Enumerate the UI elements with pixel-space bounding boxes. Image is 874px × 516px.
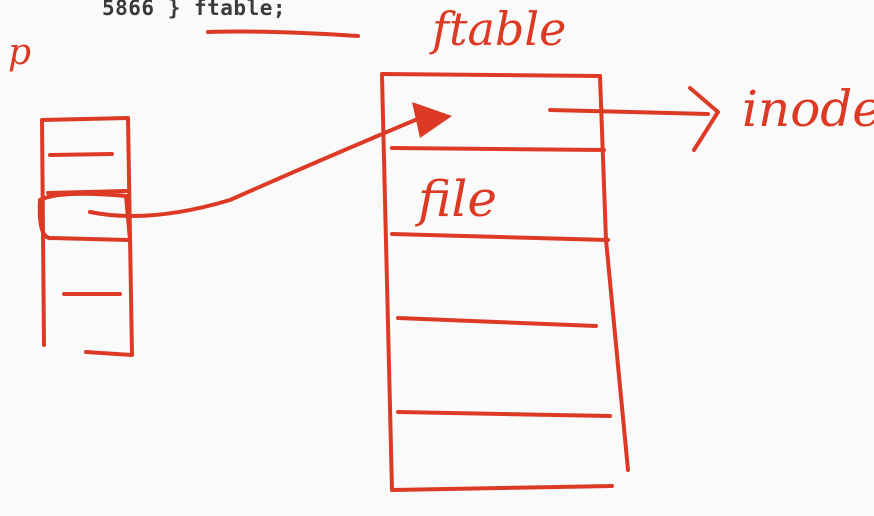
process-table-highlighted-slot — [37, 191, 132, 242]
file-table-row-line — [390, 232, 610, 242]
file-table — [380, 72, 630, 492]
code-snippet: 5866 } ftable; — [102, 0, 287, 20]
inode-label: inode — [742, 80, 874, 138]
file-table-row-line — [390, 146, 606, 152]
process-table — [37, 116, 134, 357]
inode-arrowhead — [688, 86, 720, 152]
ftable-label: ftable — [432, 2, 567, 56]
file-table-top — [380, 72, 602, 78]
pointer-arrow-file-to-inode — [548, 108, 710, 116]
pointer-arrow-p-to-file — [88, 116, 422, 218]
pointer-arrowhead — [412, 102, 452, 138]
file-table-outline — [380, 74, 630, 492]
file-label: file — [418, 170, 497, 228]
file-table-row-line — [396, 410, 612, 418]
code-underline — [206, 29, 360, 38]
process-table-row-line — [48, 152, 114, 157]
file-table-row-line — [396, 316, 598, 328]
process-label: p — [8, 32, 32, 73]
